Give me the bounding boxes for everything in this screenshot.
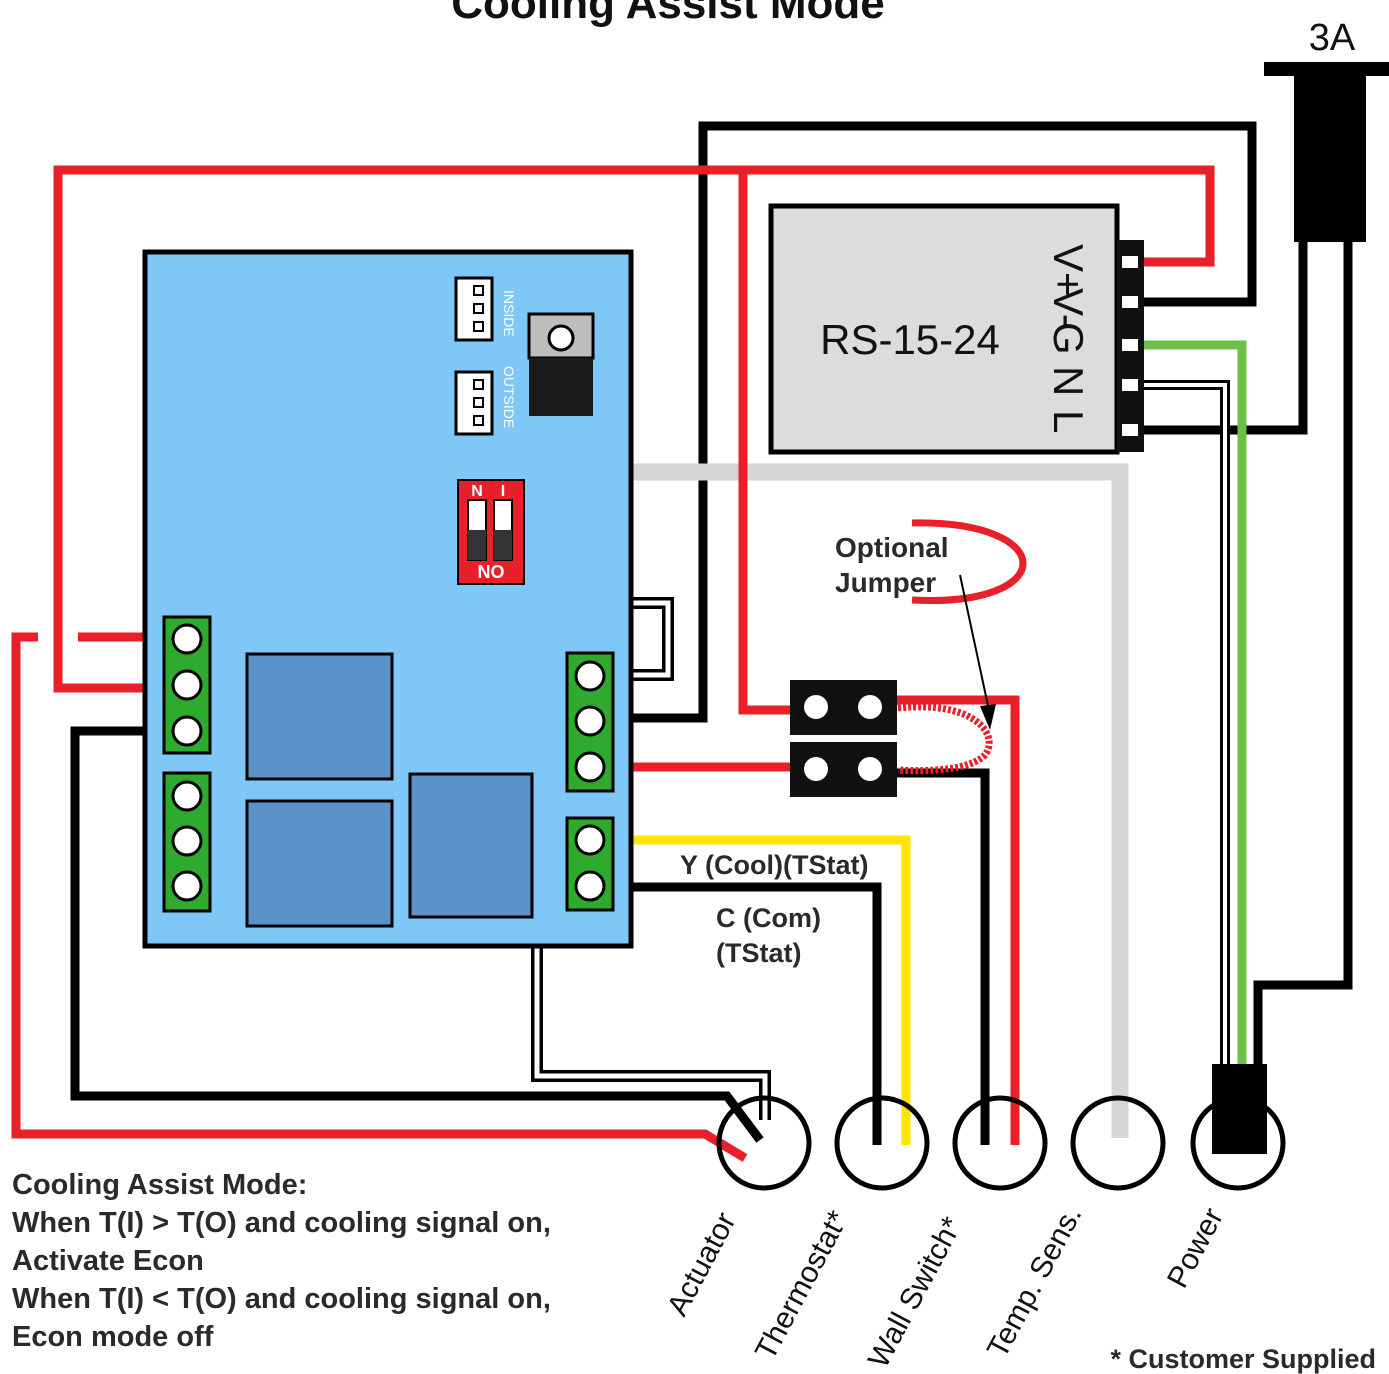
c-wire-label-line1: C (Com) (716, 903, 821, 933)
notes-line4: Econ mode off (12, 1321, 214, 1353)
wire-vminus-black (612, 121, 1257, 723)
dip-switch[interactable] (457, 479, 525, 585)
device-label-thermostat: Thermostat* (749, 1205, 855, 1365)
notes-line2: Activate Econ (12, 1245, 204, 1277)
jumper-arrow-line (959, 574, 991, 716)
psu-terminal-vminus: V- (1045, 288, 1092, 328)
relay-1 (245, 652, 394, 781)
terminal-block-left-lower (162, 771, 212, 913)
device-label-temp-sensor: Temp. Sens. (981, 1201, 1088, 1364)
dip-label-i: I (501, 483, 505, 500)
control-board: INSIDE OUTSIDE N I NO (142, 249, 634, 949)
device-label-power: Power (1161, 1203, 1230, 1294)
wire-vplus-to-switch (738, 170, 795, 715)
actuator-connector (716, 1095, 812, 1191)
wire-ground-green (1122, 340, 1247, 1080)
header-inside-label: INSIDE (501, 290, 517, 337)
wire-switch-red (895, 695, 1020, 1145)
wire-actuator-black (70, 726, 764, 1143)
mode-notes: Cooling Assist Mode: When T(I) > T(O) an… (12, 1169, 551, 1353)
psu-terminal-vplus: V+ (1045, 244, 1092, 297)
jumper-arrow-head (980, 704, 996, 730)
fuse-holder (1264, 62, 1389, 242)
temp-sensor-connector (1070, 1095, 1166, 1191)
jumper-label-line2: Jumper (835, 567, 936, 598)
sensor-header-inside (454, 276, 494, 342)
relay-3 (408, 772, 534, 919)
sensor-header-outside (454, 370, 494, 436)
optional-jumper-loop (911, 519, 1027, 605)
wire-neutral-white (1122, 380, 1230, 1080)
notes-heading: Cooling Assist Mode: (12, 1169, 307, 1201)
dip-caption: NO (478, 562, 505, 582)
footnote-customer-supplied: * Customer Supplied (1110, 1344, 1376, 1374)
wire-thermostat-black (612, 882, 882, 1145)
terminal-block-right-lower (565, 816, 615, 912)
device-label-wall-switch: Wall Switch* (862, 1211, 969, 1373)
wire-switch-black (895, 768, 990, 1145)
c-wire-label-line2: (TStat) (716, 938, 801, 968)
wire-vplus-red (53, 165, 1215, 693)
wire-thermostat-yellow (612, 835, 911, 1145)
power-supply (768, 203, 1144, 455)
psu-terminal-l: L (1045, 410, 1092, 433)
wire-power-black (1253, 236, 1353, 1080)
psu-terminal-n: N (1045, 366, 1092, 396)
voltage-regulator (527, 312, 595, 416)
diagram-title: Cooling Assist Mode (451, 0, 885, 28)
jumper-terminal-block (790, 680, 897, 797)
device-label-actuator: Actuator (661, 1207, 743, 1321)
header-outside-label: OUTSIDE (501, 366, 517, 428)
thermostat-connector (834, 1095, 930, 1191)
psu-terminal-g: G (1045, 322, 1092, 355)
power-plug (1212, 1064, 1267, 1154)
dip-label-n: N (471, 483, 483, 500)
terminal-block-left-upper (162, 615, 212, 755)
jumper-label-line1: Optional (835, 532, 949, 563)
notes-line3: When T(I) < T(O) and cooling signal on, (12, 1283, 551, 1315)
notes-line1: When T(I) > T(O) and cooling signal on, (12, 1207, 551, 1239)
wire-line-black (1142, 236, 1308, 435)
jumper-coil (897, 703, 993, 775)
terminal-block-right-upper (565, 651, 615, 793)
wall-switch-connector (952, 1095, 1048, 1191)
fuse-rating-label: 3A (1309, 17, 1356, 59)
y-wire-label: Y (Cool)(TStat) (680, 850, 868, 880)
psu-model-label: RS-15-24 (820, 316, 1000, 363)
relay-2 (245, 799, 394, 928)
